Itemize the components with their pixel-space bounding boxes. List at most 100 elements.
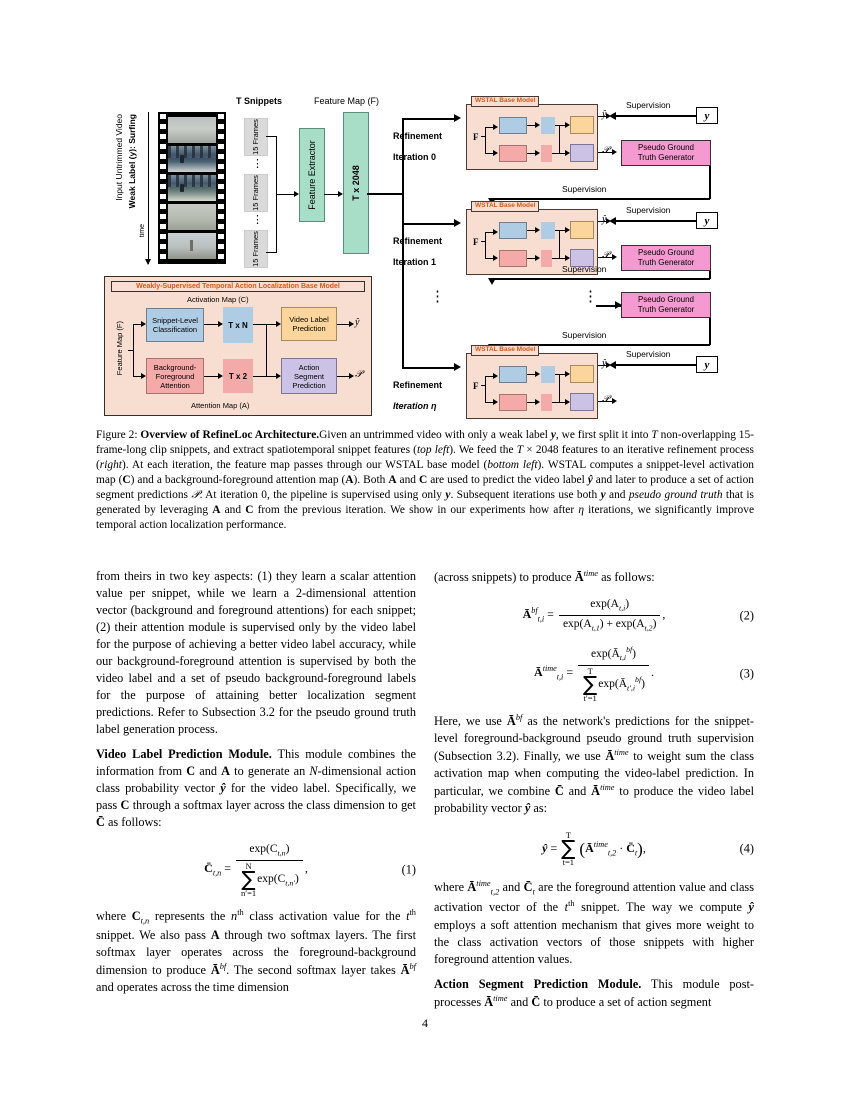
activation-map-block (541, 117, 555, 134)
eq2-lhs: Ā (522, 607, 532, 622)
merge-out (559, 125, 565, 126)
activation-map-block (541, 366, 555, 383)
pgt0-down-line (709, 166, 711, 199)
p-line-0 (598, 152, 612, 153)
link-arrow (535, 227, 540, 233)
merge-arrow (565, 150, 570, 156)
detail-merge-out-top (266, 324, 276, 325)
link-line (527, 374, 535, 375)
merge-out (559, 402, 565, 403)
action-segment-prediction-paragraph: Action Segment Prediction Module. This m… (434, 976, 754, 1009)
merge-stub (552, 258, 560, 259)
wstal-arrow-top (493, 373, 498, 379)
extractor-to-featuremap-line (324, 194, 338, 195)
refine-eta-line (402, 367, 454, 369)
wstal-split-line (485, 376, 486, 402)
video-label-prediction-paragraph: Video Label Prediction Module. This modu… (96, 747, 416, 830)
merge-out (559, 230, 565, 231)
link-line (527, 153, 535, 154)
pgt-eta-back-line (492, 344, 710, 346)
wstal-f-stub (481, 241, 486, 242)
link-arrow (535, 150, 540, 156)
detail-p-output: 𝒫 (355, 369, 363, 380)
feature-extractor-label: Feature Extractor (307, 140, 317, 210)
detail-activation-map-block: T x N (223, 307, 253, 343)
supervision-line-0 (616, 115, 696, 117)
feature-map-label: Feature Map (F) (314, 96, 380, 106)
supervision-label-loop-eta: Supervision (562, 330, 607, 340)
pgt1-down-line (709, 271, 711, 279)
bg-fg-attention-block (499, 145, 527, 162)
wstal-arrow-top (493, 229, 498, 235)
paragraph-after-eq4: where Ātimet,2 and C̄t are the foregroun… (434, 879, 754, 966)
middle-vertical-dots: ⋮ (583, 288, 598, 305)
yhat-output-0: ŷ (602, 109, 607, 120)
eq4-lhs: ŷ (542, 840, 548, 855)
merge-stub (552, 402, 560, 403)
weak-label-y-box-1: y (696, 212, 718, 229)
snippet-to-extractor-arrow (294, 191, 299, 197)
wstal-split-top (485, 127, 493, 128)
detail-bg-fg-attention-block: Background- Foreground Attention (146, 358, 204, 394)
detail-arrow-top (141, 321, 146, 327)
merge-stub (555, 125, 560, 126)
detail-split-bottom (133, 376, 141, 377)
merge-out (559, 153, 565, 154)
video-frame (168, 203, 216, 231)
equation-1-number: (1) (401, 862, 416, 877)
merge-arrow (565, 399, 570, 405)
figure-2-diagram: Input Untrimmed Video Weak Label (y): Su… (96, 96, 756, 421)
merge-stub (555, 374, 560, 375)
detail-link-top (204, 324, 218, 325)
pseudo-gt-generator-0: Pseudo Ground Truth Generator (621, 140, 711, 166)
p-line-eta (598, 401, 612, 402)
detail-merge-spine (266, 324, 267, 376)
video-label-prediction-block (570, 116, 594, 134)
wstal-tag-label: WSTAL Base Model (471, 201, 540, 212)
detail-f-stub (128, 350, 134, 351)
caption-title: Overview of RefineLoc Architecture. (140, 429, 320, 441)
action-segment-prediction-block (570, 393, 594, 411)
pgt0-back-line (492, 198, 710, 200)
detail-arrow-bottom (141, 373, 146, 379)
refine-0-arrow (454, 114, 461, 122)
wstal-arrow-top (493, 124, 498, 130)
link-arrow (535, 371, 540, 377)
video-frame (168, 232, 216, 260)
snippet-box: 15 Frames (244, 174, 268, 212)
merge-out (559, 374, 565, 375)
t-snippets-label: T Snippets (236, 96, 283, 106)
p-output-eta: 𝒫 (602, 394, 610, 405)
refine-eta-arrow (454, 363, 461, 371)
eq1-lhs: C̄ (204, 861, 213, 876)
equation-2-number: (2) (739, 608, 754, 623)
wstal-arrow-bottom (493, 150, 498, 156)
yhat-line-1 (598, 221, 606, 222)
feature-extractor-box: Feature Extractor (299, 128, 325, 222)
wstal-arrow-bottom (493, 399, 498, 405)
pgt-eta-down-line (709, 318, 711, 345)
film-perforations-left (160, 114, 166, 262)
snippet-dots: ⋮ (252, 158, 263, 170)
merge-arrow (565, 122, 570, 128)
snippet-bracket-top (266, 136, 277, 137)
refinement-vertical-dots: ⋮ (430, 288, 445, 305)
refinement-iteration-eta-label: Refinement Iteration η (393, 380, 443, 412)
merge-arrow (565, 371, 570, 377)
supervision-line-eta (616, 364, 696, 366)
detail-merge-arrow-top (276, 321, 281, 327)
link-arrow (535, 122, 540, 128)
film-perforations-right (218, 114, 224, 262)
supervision-label-loop-1: Supervision (562, 264, 607, 274)
refine-1-line (402, 223, 454, 225)
detail-video-label-prediction-block: Video Label Prediction (281, 307, 337, 341)
supervision-label-eta: Supervision (626, 349, 671, 359)
snippet-frames-label: 15 Frames (251, 231, 261, 267)
p-arrow-0 (612, 149, 617, 155)
wstal-split-top (485, 376, 493, 377)
paragraph-after-eq3: Here, we use Ābf as the network's predic… (434, 713, 755, 816)
video-frame (168, 174, 216, 202)
activation-map-block (541, 222, 555, 239)
wstal-split-bottom (485, 153, 493, 154)
